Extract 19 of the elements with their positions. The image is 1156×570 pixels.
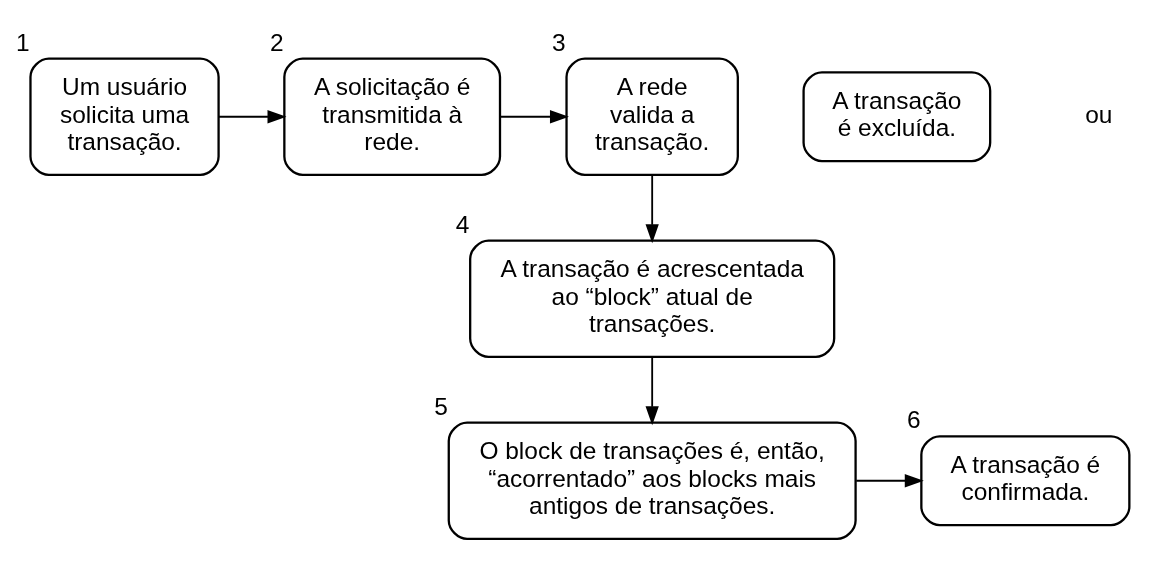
node-box: A rede valida a transação. (565, 57, 739, 177)
arrow (645, 356, 659, 426)
arrow (645, 174, 659, 244)
node-box: A transação é confirmada. (920, 435, 1131, 527)
node-box: A transação é acrescentada ao “block” atual de transações. (469, 239, 836, 359)
node-label: 6 (906, 406, 921, 434)
label: ou (1085, 100, 1113, 128)
arrow (855, 474, 924, 488)
node-label: 4 (455, 210, 470, 238)
arrow (499, 110, 569, 124)
arrow (217, 110, 287, 124)
node-label: 3 (552, 28, 566, 56)
node-box: A solicitação é transmitida à rede. (283, 57, 502, 177)
node-box: Um usuário solicita uma transação. (29, 57, 220, 177)
node-label: 2 (269, 28, 284, 56)
node-label: 1 (16, 28, 30, 56)
node-label: 5 (434, 392, 448, 420)
node-box: O block de transações é, então, “acorrentado” aos blocks mais antigos de transações. (447, 421, 857, 541)
node-box: A transação é excluída. (802, 71, 992, 163)
